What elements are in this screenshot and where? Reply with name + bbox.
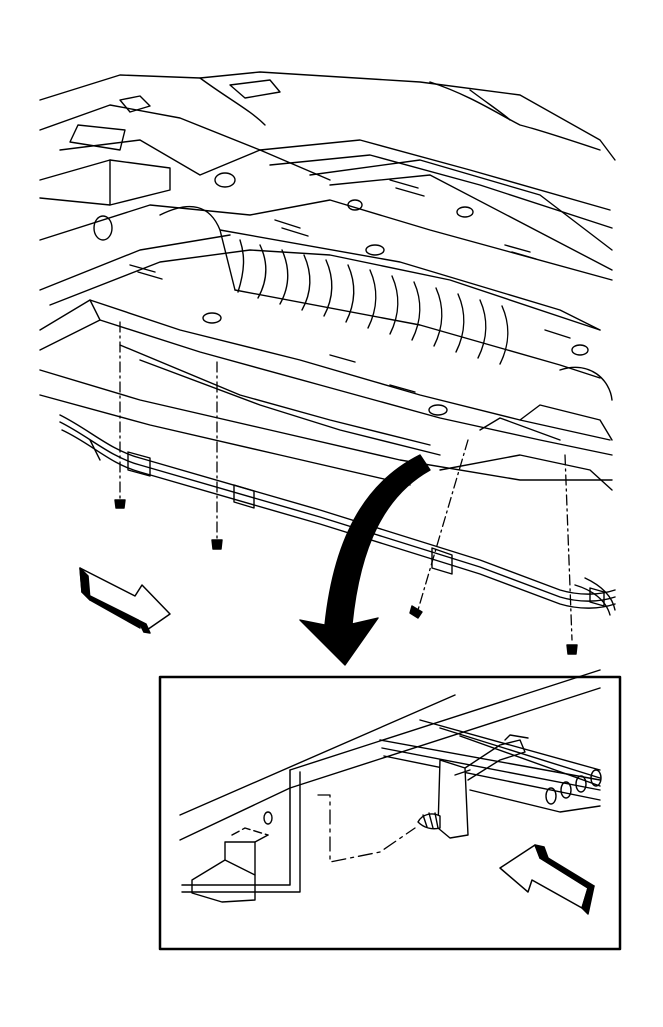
- detail-retainer-clip: [437, 734, 529, 839]
- pipe-retainer-clip-1: [127, 451, 151, 477]
- pipe-retainer-clip-3: [431, 547, 453, 575]
- detail-direction-arrow-icon: [499, 844, 595, 915]
- pipe-retainer-clip-4: [589, 587, 605, 607]
- detail-push-pin: [417, 812, 441, 830]
- brake-fuel-pipe-bundle: [59, 414, 616, 616]
- retainer-push-pin-4: [566, 644, 578, 655]
- detail-view-frame: [158, 675, 622, 951]
- pipe-retainer-clip-2: [233, 484, 255, 509]
- detail-pipe-bundle: [379, 719, 602, 813]
- floor-ribs: [237, 239, 509, 365]
- front-direction-arrow-icon: [79, 567, 171, 634]
- detail-view: [158, 669, 622, 951]
- underbody-floor-pan: [39, 71, 616, 491]
- leader-lines: [119, 321, 573, 641]
- retainer-push-pin-3: [409, 605, 423, 619]
- retainer-push-pin-1: [114, 499, 126, 509]
- retainer-push-pin-2: [211, 539, 223, 550]
- detail-callout-arrow-icon: [299, 454, 431, 666]
